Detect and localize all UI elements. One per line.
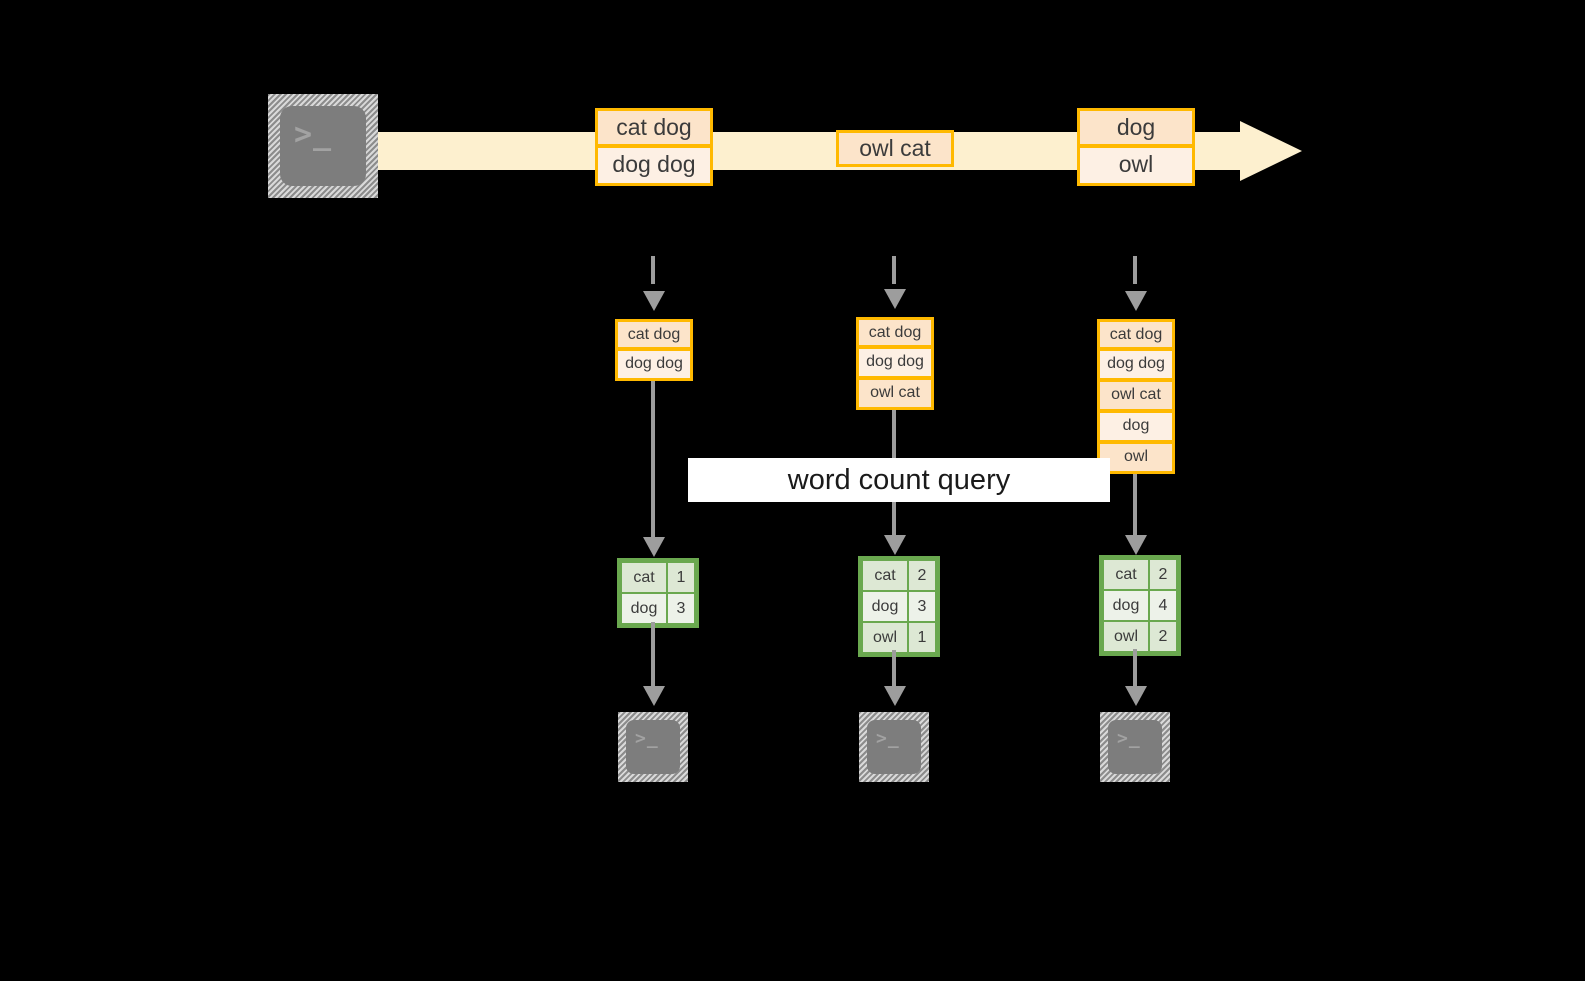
table-row: cat 1 <box>620 561 696 594</box>
query-label: word count query <box>688 458 1110 502</box>
sink-edge-arrowhead-3 <box>1125 686 1147 706</box>
state-row: cat dog <box>856 317 934 348</box>
sink-edge-1 <box>651 622 655 698</box>
result-count: 2 <box>907 559 937 592</box>
table-row: cat 2 <box>861 559 937 592</box>
table-row: cat 2 <box>1102 558 1178 591</box>
terminal-screen: >_ <box>280 106 366 186</box>
sink-terminal-2[interactable]: >_ <box>859 712 929 782</box>
result-count: 2 <box>1148 558 1178 591</box>
result-word: owl <box>861 621 909 654</box>
result-word: owl <box>1102 620 1150 653</box>
stream-arrow-head <box>1240 121 1302 181</box>
result-word: cat <box>1102 558 1150 591</box>
stream-message-group-3: dog owl <box>1077 108 1195 186</box>
terminal-prompt-icon: >_ <box>876 728 900 749</box>
state-row: dog dog <box>615 350 693 381</box>
state-row: cat dog <box>615 319 693 350</box>
result-table: cat 1 dog 3 <box>620 561 696 625</box>
accumulated-state-2: cat dog dog dog owl cat <box>856 317 934 410</box>
table-row: dog 3 <box>620 592 696 625</box>
query-edge-arrowhead-1 <box>643 537 665 557</box>
state-row: owl cat <box>1097 381 1175 412</box>
stream-message: owl <box>1077 147 1195 186</box>
state-row: owl cat <box>856 379 934 410</box>
result-count: 1 <box>907 621 937 654</box>
stream-message: cat dog <box>595 108 713 147</box>
accumulated-state-1: cat dog dog dog <box>615 319 693 381</box>
result-word: dog <box>1102 589 1150 622</box>
sink-terminal-1[interactable]: >_ <box>618 712 688 782</box>
query-edge-3 <box>1133 474 1137 550</box>
result-table: cat 2 dog 4 owl 2 <box>1102 558 1178 653</box>
terminal-prompt-icon: >_ <box>294 117 333 152</box>
result-word: cat <box>861 559 909 592</box>
producer-terminal[interactable]: >_ <box>268 94 378 198</box>
query-edge-arrowhead-3 <box>1125 535 1147 555</box>
sink-edge-arrowhead-2 <box>884 686 906 706</box>
table-row: owl 1 <box>861 621 937 654</box>
word-count-result-1: cat 1 dog 3 <box>617 558 699 628</box>
sink-edge-2 <box>892 650 896 698</box>
table-row: owl 2 <box>1102 620 1178 653</box>
stream-message: dog dog <box>595 147 713 186</box>
snapshot-connector-arrowhead-1 <box>643 291 665 311</box>
stream-message: dog <box>1077 108 1195 147</box>
stream-message: owl cat <box>836 130 954 167</box>
result-word: dog <box>861 590 909 623</box>
query-edge-arrowhead-2 <box>884 535 906 555</box>
query-edge-1 <box>651 381 655 551</box>
snapshot-connector-arrowhead-3 <box>1125 291 1147 311</box>
state-row: cat dog <box>1097 319 1175 350</box>
snapshot-connector-dash-3 <box>1133 256 1137 284</box>
sink-terminal-3[interactable]: >_ <box>1100 712 1170 782</box>
result-count: 4 <box>1148 589 1178 622</box>
accumulated-state-3: cat dog dog dog owl cat dog owl <box>1097 319 1175 474</box>
terminal-screen: >_ <box>867 720 921 774</box>
terminal-screen: >_ <box>1108 720 1162 774</box>
snapshot-connector-dash-2 <box>892 256 896 284</box>
stream-message-group-1: cat dog dog dog <box>595 108 713 186</box>
snapshot-connector-arrowhead-2 <box>884 289 906 309</box>
stream-message-group-2: owl cat <box>836 130 954 167</box>
terminal-prompt-icon: >_ <box>1117 728 1141 749</box>
table-row: dog 3 <box>861 590 937 623</box>
result-count: 3 <box>907 590 937 623</box>
state-row: dog dog <box>856 348 934 379</box>
snapshot-connector-dash-1 <box>651 256 655 284</box>
table-row: dog 4 <box>1102 589 1178 622</box>
state-row: dog <box>1097 412 1175 443</box>
result-table: cat 2 dog 3 owl 1 <box>861 559 937 654</box>
result-count: 3 <box>666 592 696 625</box>
word-count-result-2: cat 2 dog 3 owl 1 <box>858 556 940 657</box>
terminal-prompt-icon: >_ <box>635 728 659 749</box>
sink-edge-arrowhead-1 <box>643 686 665 706</box>
word-count-result-3: cat 2 dog 4 owl 2 <box>1099 555 1181 656</box>
state-row: dog dog <box>1097 350 1175 381</box>
terminal-screen: >_ <box>626 720 680 774</box>
result-count: 2 <box>1148 620 1178 653</box>
result-word: cat <box>620 561 668 594</box>
result-word: dog <box>620 592 668 625</box>
sink-edge-3 <box>1133 649 1137 698</box>
result-count: 1 <box>666 561 696 594</box>
